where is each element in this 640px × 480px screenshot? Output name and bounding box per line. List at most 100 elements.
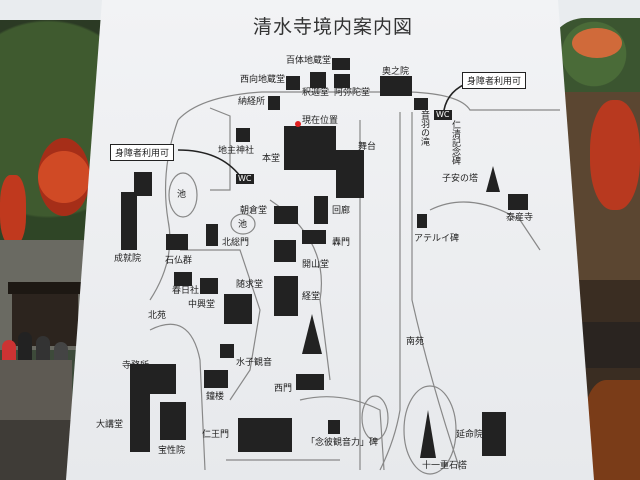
place-label: 子安の塔 [442, 174, 479, 184]
building-icon [130, 364, 176, 394]
place-label: 鐘楼 [206, 392, 225, 402]
wooden-railing-left [0, 360, 72, 430]
place-label: 水子観音 [236, 358, 273, 368]
pointer-line [177, 149, 241, 177]
building-icon [204, 370, 228, 388]
place-label: 春日社 [172, 286, 200, 296]
place-label: 「念彼観音力」碑 [306, 438, 379, 448]
building-icon [284, 126, 336, 170]
building-icon [302, 230, 326, 244]
place-label: 延命院 [456, 430, 484, 440]
path-outline [209, 107, 231, 191]
place-label: 池 [238, 220, 248, 230]
building-icon [174, 272, 192, 286]
building-icon [314, 196, 328, 224]
building-icon [332, 58, 350, 70]
red-maple-right [590, 100, 640, 210]
stone-buddha-icon [166, 234, 188, 250]
you-are-here-label: 現在位置 [302, 116, 339, 126]
building-icon [200, 278, 218, 294]
building-icon [380, 76, 412, 96]
autumn-bush-right [584, 380, 640, 480]
place-label: 阿弥陀堂 [334, 88, 371, 98]
place-label: 轟門 [332, 238, 351, 248]
sign-title: 清水寺境内案内図 [252, 16, 413, 38]
place-label: 十一重石塔 [422, 461, 468, 471]
railing-right [580, 322, 640, 368]
building-icon [482, 412, 506, 456]
accessible-badge-right: 身障者利用可 [462, 72, 527, 89]
place-label: 南苑 [406, 337, 425, 347]
path-outline [411, 112, 461, 471]
building-icon [130, 392, 150, 452]
you-are-here-dot [295, 121, 301, 127]
place-label: 泰産寺 [506, 213, 534, 223]
building-icon [296, 374, 324, 390]
building-icon [121, 192, 137, 250]
pagoda-icon [420, 410, 436, 458]
place-label: 経堂 [302, 292, 321, 302]
place-label: 随求堂 [236, 280, 264, 290]
place-label: 寺務所 [122, 361, 150, 371]
wc-marker-left: WC [236, 174, 254, 184]
red-maple-left [38, 138, 90, 216]
path-outline [149, 323, 206, 471]
building-icon [336, 150, 364, 198]
orange-maple-right [572, 28, 622, 58]
place-label: 釈迦堂 [302, 88, 330, 98]
building-icon [206, 224, 218, 246]
building-icon [268, 96, 280, 110]
building-icon [274, 240, 296, 262]
small-shrine-roof [8, 282, 82, 294]
place-label: 仁清記念碑 [450, 120, 460, 165]
place-label: 納経所 [238, 97, 266, 107]
building-icon [286, 76, 300, 90]
path-outline [177, 91, 560, 121]
place-label: 仁王門 [202, 430, 230, 440]
building-icon [274, 276, 298, 316]
place-label: 西門 [274, 384, 293, 394]
pond-outline [361, 395, 389, 441]
path-outline [299, 396, 385, 471]
pond-outline [230, 213, 256, 235]
red-maple-edge [0, 175, 26, 245]
pond-outline [168, 172, 198, 218]
place-label: 朝倉堂 [240, 206, 268, 216]
path-outline [379, 112, 401, 471]
monument-icon [328, 420, 340, 434]
building-icon [224, 294, 252, 324]
accessible-badge-left: 身障者利用可 [110, 144, 175, 161]
place-label: 北苑 [148, 311, 167, 321]
path-outline [429, 201, 541, 251]
place-label: 池 [177, 190, 187, 200]
place-label: 奥之院 [382, 67, 410, 77]
building-icon [310, 72, 326, 88]
building-icon [134, 172, 152, 196]
place-label: 中興堂 [188, 300, 216, 310]
place-label: 成就院 [114, 254, 142, 264]
place-label: 百体地蔵堂 [286, 56, 332, 66]
building-icon [220, 344, 234, 358]
monument-icon [417, 214, 427, 228]
place-label: 地主神社 [218, 146, 255, 156]
place-label: 音羽の滝 [419, 110, 429, 146]
place-label: 大講堂 [96, 420, 124, 430]
place-label: 開山堂 [302, 260, 330, 270]
wc-marker-right: WC [434, 110, 452, 120]
building-icon [414, 98, 428, 110]
place-label: 石仏群 [165, 256, 193, 266]
wall-left [0, 420, 72, 480]
place-label: 宝性院 [158, 446, 186, 456]
place-label: 西向地蔵堂 [240, 75, 286, 85]
garden-outline [403, 385, 457, 475]
building-icon [274, 206, 298, 224]
pagoda-icon [302, 314, 322, 354]
building-icon [160, 402, 186, 440]
place-label: 舞台 [358, 142, 377, 152]
path-outline [180, 249, 261, 401]
place-label: 回廊 [332, 206, 351, 216]
building-icon [508, 194, 528, 210]
place-label: アテルイ碑 [414, 234, 460, 244]
place-label: 北総門 [222, 238, 250, 248]
